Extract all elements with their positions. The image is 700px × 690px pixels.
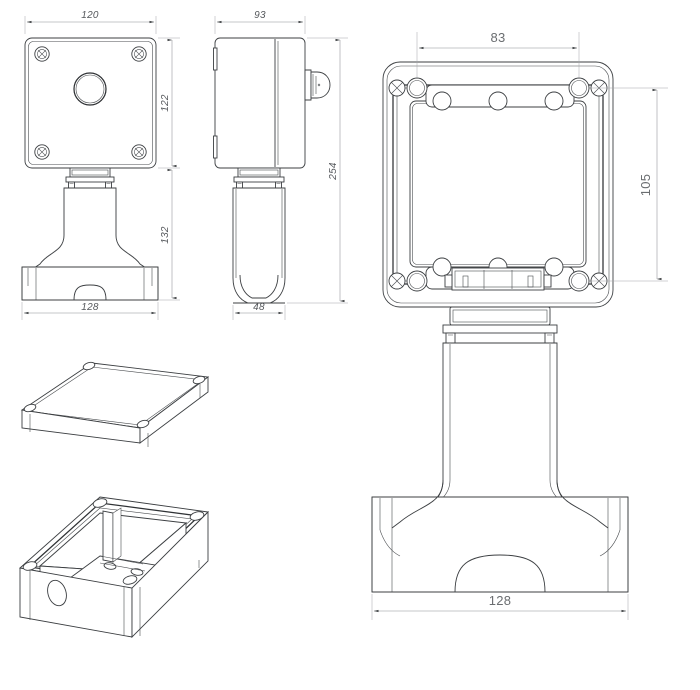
dim-label-254: 254 bbox=[328, 162, 339, 181]
plan-inner-cavity bbox=[409, 100, 587, 268]
dim-label-48: 48 bbox=[253, 302, 265, 313]
stand-bolt-right bbox=[544, 332, 555, 344]
dim-label-120: 120 bbox=[81, 10, 99, 21]
front-base-inner-lines-2 bbox=[35, 268, 145, 285]
iso-box-screw-boss bbox=[22, 561, 38, 571]
stand-bolt-left bbox=[445, 332, 456, 344]
dims-front: 120 122 132 128 bbox=[21, 10, 180, 320]
plan-mount-hole bbox=[568, 77, 590, 99]
iso-box-screw-boss bbox=[189, 511, 205, 521]
dim-label-93: 93 bbox=[254, 10, 266, 21]
iso-lid-screw-boss bbox=[136, 419, 150, 429]
screw-icon bbox=[388, 79, 406, 97]
plan-boss bbox=[544, 91, 564, 111]
plan-mount-hole-inner bbox=[571, 273, 587, 289]
iso-box-internal-rib-side bbox=[112, 507, 122, 563]
iso-lid-side-face bbox=[139, 376, 209, 444]
iso-box-floor-line bbox=[99, 555, 144, 565]
plan-boss bbox=[544, 257, 564, 277]
plan-mount-hole-inner bbox=[409, 273, 425, 289]
plan-boss bbox=[432, 257, 452, 277]
front-corner-screws bbox=[34, 46, 147, 160]
iso-lid-screw-boss bbox=[82, 361, 96, 371]
view-plan bbox=[382, 61, 614, 308]
stand-base-inner-3 bbox=[391, 528, 609, 592]
stand-leg-right-outer bbox=[556, 479, 609, 529]
view-front bbox=[21, 37, 159, 301]
iso-lid-screw-boss bbox=[192, 375, 206, 385]
front-base-notch bbox=[73, 284, 107, 301]
view-stand bbox=[371, 306, 629, 593]
stand-base-center-notch bbox=[454, 554, 546, 593]
front-lens-inner bbox=[75, 74, 105, 104]
dims-stand: 128 bbox=[371, 593, 629, 620]
screw-icon bbox=[34, 144, 50, 160]
view-side bbox=[213, 37, 331, 304]
plan-boss bbox=[488, 91, 508, 111]
side-base-notch bbox=[239, 274, 279, 299]
iso-box-outer-right-wall bbox=[131, 510, 209, 639]
plan-outer-housing-inner bbox=[386, 65, 610, 304]
screw-icon bbox=[131, 46, 147, 62]
dim-label-128-front: 128 bbox=[81, 302, 99, 313]
front-enclosure-inner-edge bbox=[28, 41, 153, 165]
front-base-inner-lines bbox=[27, 268, 153, 286]
dim-label-83: 83 bbox=[490, 30, 505, 45]
dim-label-128-stand: 128 bbox=[489, 593, 512, 608]
plan-mount-hole-inner bbox=[571, 80, 587, 96]
side-swivel-joint bbox=[233, 167, 285, 189]
side-cable-gland bbox=[304, 69, 331, 101]
view-iso-lid bbox=[20, 361, 210, 447]
dims-plan: 83 105 bbox=[416, 30, 668, 282]
stand-base-curve-left bbox=[379, 529, 401, 557]
screw-icon bbox=[388, 272, 406, 290]
front-base-sides bbox=[21, 267, 159, 300]
front-pedestal-fillet-right bbox=[115, 188, 141, 265]
iso-box-cable-entry bbox=[47, 579, 67, 607]
iso-box-screw-boss bbox=[92, 498, 108, 508]
front-pedestal-fillet-left bbox=[39, 188, 65, 265]
side-pedestal bbox=[232, 187, 286, 304]
screw-icon bbox=[131, 144, 147, 160]
plan-mount-hole bbox=[406, 270, 428, 292]
dim-label-122: 122 bbox=[160, 94, 171, 112]
plan-boss bbox=[432, 91, 452, 111]
stand-base-inner-2 bbox=[391, 498, 609, 528]
stand-collar-top-inner bbox=[452, 309, 548, 323]
iso-lid-screw-boss bbox=[23, 403, 37, 413]
plan-bracket-detail bbox=[444, 267, 552, 291]
plan-mount-hole bbox=[406, 77, 428, 99]
dims-side: 93 254 48 bbox=[214, 10, 348, 320]
front-lens-outer bbox=[73, 72, 107, 106]
plan-mount-hole-inner bbox=[409, 80, 425, 96]
side-enclosure-body bbox=[214, 37, 306, 169]
screw-icon bbox=[34, 46, 50, 62]
iso-box-floor-line-2 bbox=[99, 562, 146, 572]
side-hinge-top bbox=[213, 47, 218, 71]
iso-box-internal-rib bbox=[102, 510, 114, 563]
stand-leg-left-outer bbox=[391, 479, 444, 529]
stand-base-sides bbox=[371, 497, 629, 592]
dim-label-105: 105 bbox=[638, 174, 653, 197]
iso-box-screw-boss bbox=[122, 575, 138, 585]
stand-collar-flange bbox=[442, 324, 558, 334]
dim-label-132: 132 bbox=[160, 226, 171, 244]
front-base-edge bbox=[35, 285, 145, 300]
stand-base-inner-1 bbox=[379, 498, 621, 530]
plan-mount-hole bbox=[568, 270, 590, 292]
view-iso-box bbox=[19, 496, 209, 639]
stand-base-curve-right bbox=[599, 529, 621, 557]
side-hinge-bottom bbox=[213, 135, 218, 159]
